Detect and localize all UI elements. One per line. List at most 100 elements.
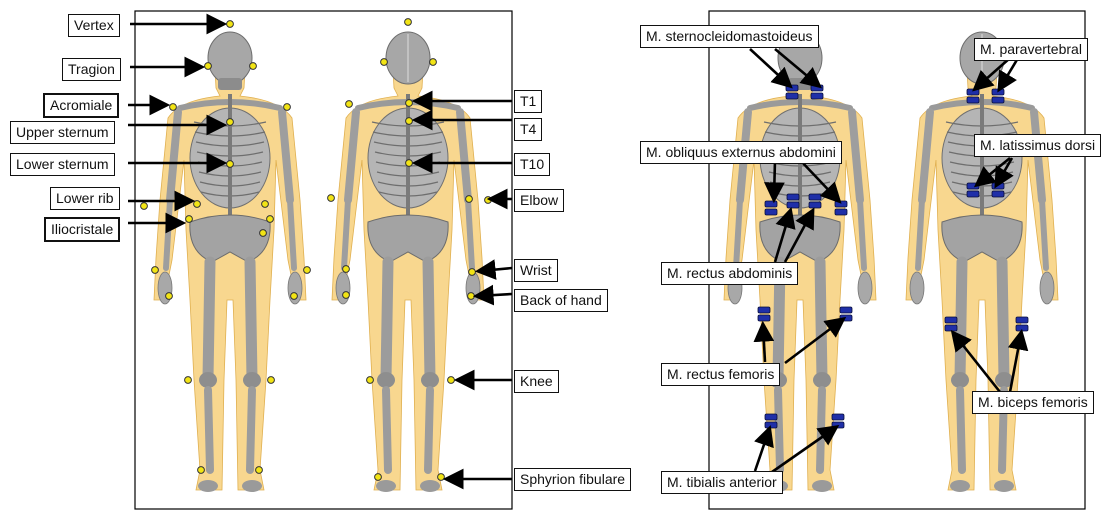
femur	[1002, 262, 1004, 378]
electrode	[992, 191, 1004, 197]
jaw	[218, 78, 242, 90]
forearm	[468, 200, 472, 268]
knee-cap	[813, 372, 831, 388]
electrode	[945, 317, 957, 323]
landmark-point	[438, 474, 445, 481]
electrode	[832, 422, 844, 428]
electrode	[809, 194, 821, 200]
hand	[910, 272, 924, 304]
electrode-pair	[811, 85, 823, 99]
label-t10: T10	[514, 153, 550, 176]
label-biceps-femoris: M. biceps femoris	[972, 391, 1094, 414]
forearm	[344, 200, 348, 268]
femur	[960, 262, 962, 378]
electrode	[1016, 317, 1028, 323]
tibia	[428, 390, 430, 470]
landmark-point	[328, 195, 335, 202]
forearm	[918, 200, 922, 268]
foot	[994, 480, 1014, 492]
label-upper-sternum: Upper sternum	[10, 121, 115, 144]
electrode	[967, 183, 979, 189]
label-obliquus: M. obliquus externus abdomini	[640, 141, 842, 164]
knee-cap	[421, 372, 439, 388]
knee-cap	[243, 372, 261, 388]
label-elbow: Elbow	[514, 189, 564, 212]
landmark-point	[267, 216, 274, 223]
pointer-arrow	[755, 430, 769, 471]
electrode	[786, 93, 798, 99]
landmark-point	[346, 101, 353, 108]
label-t4: T4	[514, 118, 542, 141]
electrode	[992, 89, 1004, 95]
landmark-point	[198, 467, 205, 474]
hand	[336, 272, 350, 304]
landmark-point	[262, 201, 269, 208]
forearm	[860, 200, 864, 268]
landmark-point	[343, 266, 350, 273]
label-iliocristale: Iliocristale	[44, 217, 120, 242]
label-rectus-femoris: M. rectus femoris	[661, 363, 780, 386]
landmark-point	[186, 216, 193, 223]
landmark-point	[304, 267, 311, 274]
landmark-point	[268, 377, 275, 384]
electrode	[758, 315, 770, 321]
electrode	[809, 202, 821, 208]
electrode-pair	[832, 414, 844, 428]
electrode	[992, 97, 1004, 103]
landmark-point	[205, 63, 212, 70]
foot	[376, 480, 396, 492]
landmark-point	[375, 474, 382, 481]
foot	[198, 480, 218, 492]
forearm	[736, 200, 740, 268]
electrode	[832, 414, 844, 420]
tibia	[960, 390, 962, 470]
figure-right-back	[906, 32, 1058, 492]
femur	[820, 262, 822, 378]
electrode	[835, 201, 847, 207]
label-sternocleidomastoideus: M. sternocleidomastoideus	[640, 25, 819, 48]
label-back-of-hand: Back of hand	[514, 289, 608, 312]
label-rectus-abdominis: M. rectus abdominis	[661, 262, 798, 285]
landmark-point	[227, 119, 234, 126]
forearm	[166, 200, 170, 268]
landmark-point	[256, 467, 263, 474]
landmark-point	[284, 104, 291, 111]
knee-cap	[377, 372, 395, 388]
landmark-point	[166, 293, 173, 300]
landmark-point	[141, 203, 148, 210]
landmark-point	[227, 161, 234, 168]
hand	[858, 272, 872, 304]
landmark-point	[406, 160, 413, 167]
landmark-point	[170, 104, 177, 111]
landmark-point	[291, 293, 298, 300]
landmark-point	[485, 197, 492, 204]
electrode	[787, 194, 799, 200]
electrode	[811, 85, 823, 91]
electrode-pair	[840, 307, 852, 321]
label-lower-sternum: Lower sternum	[10, 153, 115, 176]
electrode	[765, 422, 777, 428]
electrode	[787, 202, 799, 208]
tibia	[208, 390, 210, 470]
label-lower-rib: Lower rib	[50, 187, 120, 210]
landmark-point	[227, 21, 234, 28]
label-knee: Knee	[514, 370, 559, 393]
foot	[242, 480, 262, 492]
landmark-point	[185, 377, 192, 384]
electrode	[786, 85, 798, 91]
figure-left-front	[154, 32, 306, 492]
skull	[208, 32, 252, 84]
landmark-point	[367, 377, 374, 384]
electrode	[765, 209, 777, 215]
femur	[386, 262, 388, 378]
foot	[420, 480, 440, 492]
label-wrist: Wrist	[514, 259, 558, 282]
electrode	[811, 93, 823, 99]
tibia	[250, 390, 252, 470]
tibia	[778, 390, 780, 470]
label-acromiale: Acromiale	[43, 93, 119, 118]
electrode	[967, 191, 979, 197]
landmark-point	[194, 201, 201, 208]
